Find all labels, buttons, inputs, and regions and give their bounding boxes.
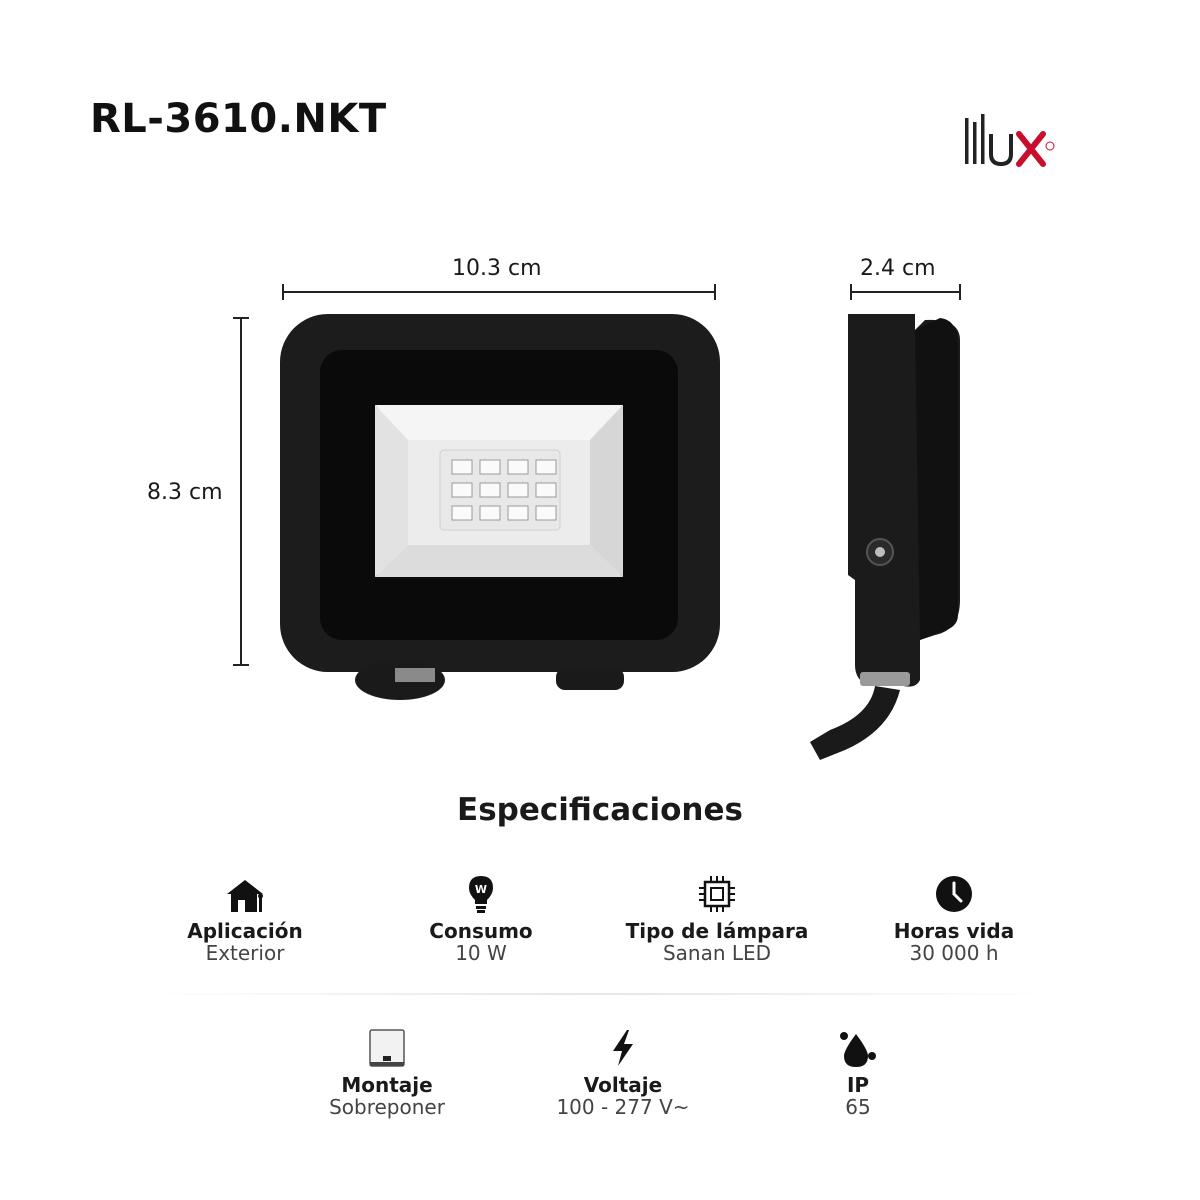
svg-text:W: W [475, 883, 487, 896]
spec-label: IP [846, 1073, 870, 1097]
spec-consumo: W Consumo 10 W [351, 872, 611, 964]
spec-label: Voltaje [583, 1073, 663, 1097]
bulb-watt-icon: W [469, 876, 493, 913]
depth-dimension-line [850, 284, 961, 300]
spec-value: 65 [845, 1095, 871, 1119]
spec-value: 10 W [455, 941, 507, 965]
spec-value: 100 - 277 V~ [556, 1095, 690, 1119]
spec-value: Sobreponer [329, 1095, 445, 1119]
house-icon [227, 880, 263, 912]
spec-label: Tipo de lámpara [625, 919, 809, 943]
illux-logo-icon [965, 114, 1055, 167]
clock-icon [936, 876, 972, 912]
width-dimension-line [282, 284, 716, 300]
spec-voltaje: Voltaje 100 - 277 V~ [493, 1026, 753, 1118]
height-label: 8.3 cm [147, 480, 223, 505]
depth-label: 2.4 cm [860, 256, 936, 281]
water-drop-icon [840, 1032, 876, 1067]
spec-horas-vida: Horas vida 30 000 h [824, 872, 1084, 964]
divider [140, 993, 1060, 995]
floodlight-front-view [280, 314, 720, 700]
chip-icon [699, 876, 735, 912]
spec-value: Exterior [205, 941, 285, 965]
surface-mount-icon [369, 1029, 405, 1067]
width-label: 10.3 cm [452, 256, 542, 281]
spec-tipo-lampara: Tipo de lámpara Sanan LED [587, 872, 847, 964]
spec-label: Consumo [429, 919, 533, 943]
specs-title: Especificaciones [457, 792, 743, 828]
floodlight-side-view [810, 314, 960, 760]
height-dimension-line [233, 317, 249, 666]
lightning-icon [613, 1030, 633, 1066]
product-drawing [233, 284, 961, 760]
spec-ip: IP 65 [728, 1026, 988, 1118]
spec-value: 30 000 h [909, 941, 999, 965]
model-number: RL-3610.NKT [90, 96, 387, 142]
spec-label: Horas vida [893, 919, 1015, 943]
spec-aplicacion: Aplicación Exterior [115, 872, 375, 964]
spec-montaje: Montaje Sobreponer [257, 1026, 517, 1118]
brand-logo [935, 104, 1085, 174]
spec-value: Sanan LED [662, 941, 772, 965]
spec-label: Aplicación [187, 919, 303, 943]
spec-label: Montaje [341, 1073, 433, 1097]
